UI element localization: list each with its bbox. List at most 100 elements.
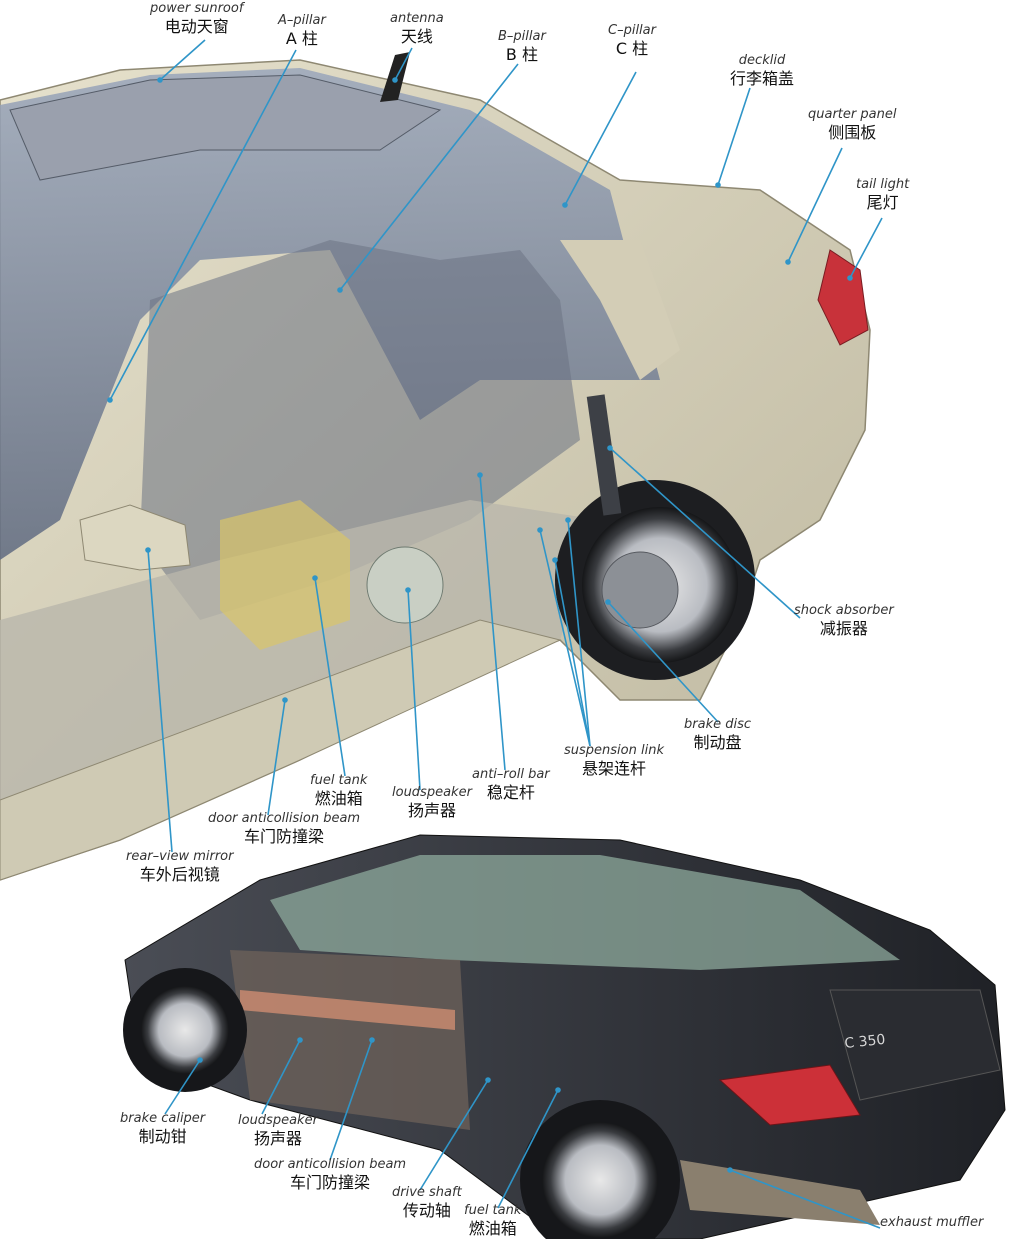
label-zh: 减振器 [819, 618, 868, 638]
bottom-car-trunk [829, 989, 1001, 1101]
label-en: door anticollision beam [208, 811, 361, 826]
leader-suspension-link-3 [567, 519, 591, 747]
label-loudspeaker-bottom: loudspeaker 扬声器 [238, 1113, 318, 1148]
label-rear-view-mirror: rear–view mirror 车外后视镜 [126, 849, 234, 884]
label-en: fuel tank [310, 773, 368, 788]
label-en: exhaust muffler [880, 1215, 984, 1230]
label-zh: 扬声器 [407, 800, 456, 820]
leader-exhaust-muffler-endpoint [727, 1167, 733, 1173]
label-anti-roll-bar: anti–roll bar 稳定杆 [472, 767, 550, 802]
leader-a-pillar [109, 49, 297, 401]
label-en: loudspeaker [238, 1113, 318, 1128]
label-zh: 行李箱盖 [730, 68, 795, 88]
leader-loudspeaker-b [261, 1039, 301, 1115]
label-zh: 传动轴 [402, 1200, 451, 1220]
leader-suspension-link-2 [554, 559, 591, 747]
leader-suspension-link-3-endpoint [565, 517, 571, 523]
label-drive-shaft: drive shaft 传动轴 [392, 1185, 462, 1220]
label-zh: 尾灯 [866, 192, 899, 212]
leader-shock-absorber [609, 447, 801, 619]
leader-c-pillar-endpoint [562, 202, 568, 208]
label-en: brake disc [684, 717, 752, 732]
leader-quarter-panel-endpoint [785, 259, 791, 265]
bottom-car-glass [270, 855, 900, 970]
top-car-mirror-shape [79, 504, 191, 571]
leader-door-beam-endpoint [282, 697, 288, 703]
leader-anti-roll-bar-endpoint [477, 472, 483, 478]
bottom-car: C 350 [123, 834, 1006, 1239]
label-en: C–pillar [608, 23, 656, 38]
label-zh: 天线 [400, 26, 433, 46]
top-car-tail-light-shape [817, 249, 869, 346]
leader-power-sunroof-endpoint [157, 77, 163, 83]
label-en: loudspeaker [392, 785, 472, 800]
label-zh: B 柱 [505, 44, 538, 64]
label-loudspeaker: loudspeaker 扬声器 [392, 785, 472, 820]
top-car-sill [0, 619, 562, 881]
label-en: door anticollision beam [254, 1157, 407, 1172]
label-zh: 燃油箱 [468, 1218, 517, 1238]
top-car-shock-shape [586, 394, 622, 516]
leader-shock-absorber-endpoint [607, 445, 613, 451]
bottom-car-front-wheel [141, 986, 229, 1074]
label-en: quarter panel [808, 107, 897, 122]
label-en: suspension link [564, 743, 664, 758]
label-door-anticollision-beam: door anticollision beam 车门防撞梁 [208, 811, 361, 846]
leader-brake-disc-endpoint [605, 599, 611, 605]
leader-b-pillar-endpoint [337, 287, 343, 293]
leader-drive-shaft-endpoint [485, 1077, 491, 1083]
leader-tail-light-endpoint [847, 275, 853, 281]
label-zh: C 柱 [615, 38, 649, 58]
bottom-car-tail-light-shape [718, 1064, 861, 1126]
leader-suspension-link-1 [539, 529, 591, 747]
label-en: rear–view mirror [126, 849, 234, 864]
leader-fuel-tank [314, 577, 346, 777]
label-en: decklid [738, 53, 786, 68]
leader-suspension-link-1-endpoint [537, 527, 543, 533]
leader-drive-shaft [419, 1079, 489, 1191]
label-suspension-link: suspension link 悬架连杆 [564, 743, 664, 778]
label-en: drive shaft [392, 1185, 462, 1200]
label-zh: A 柱 [285, 28, 318, 48]
leader-rear-view-mirror-endpoint [145, 547, 151, 553]
leader-door-beam-b-endpoint [369, 1037, 375, 1043]
label-en: shock absorber [794, 603, 894, 618]
label-a-pillar: A–pillar A 柱 [278, 13, 326, 48]
label-zh: 稳定杆 [486, 782, 535, 802]
leader-door-beam-b [329, 1039, 373, 1161]
label-zh: 制动钳 [138, 1126, 187, 1146]
label-antenna: antenna 天线 [390, 11, 444, 46]
label-fuel-tank-bottom: fuel tank 燃油箱 [464, 1203, 522, 1238]
leader-a-pillar-endpoint [107, 397, 113, 403]
leader-decklid-endpoint [715, 182, 721, 188]
label-exhaust-muffler: exhaust muffler [880, 1215, 984, 1231]
label-brake-caliper: brake caliper 制动钳 [120, 1111, 205, 1146]
leader-loudspeaker [407, 589, 421, 791]
label-en: A–pillar [278, 13, 326, 28]
top-car-brake-disc-shape [601, 551, 679, 629]
leader-brake-caliper [164, 1059, 201, 1115]
leader-c-pillar [564, 71, 637, 206]
leader-fuel-tank-b [497, 1089, 559, 1209]
leader-b-pillar [339, 63, 519, 291]
bottom-car-rear-wheel [542, 1122, 658, 1238]
label-zh: 车门防撞梁 [290, 1172, 371, 1192]
label-tail-light: tail light 尾灯 [856, 177, 909, 212]
label-en: fuel tank [464, 1203, 522, 1218]
leader-tail-light [849, 217, 883, 279]
label-brake-disc: brake disc 制动盘 [684, 717, 752, 752]
leader-antenna-endpoint [392, 77, 398, 83]
label-zh: 扬声器 [253, 1128, 302, 1148]
leader-exhaust-muffler [729, 1169, 881, 1229]
label-fuel-tank: fuel tank 燃油箱 [310, 773, 368, 808]
label-quarter-panel: quarter panel 侧围板 [808, 107, 897, 142]
leader-decklid [717, 87, 751, 186]
label-b-pillar: B–pillar B 柱 [498, 29, 546, 64]
top-car-c-pillar-shape [560, 240, 680, 380]
bottom-car-beam-shape [240, 990, 455, 1030]
label-zh: 悬架连杆 [581, 758, 646, 778]
leader-quarter-panel [787, 147, 843, 263]
label-power-sunroof: power sunroof 电动天窗 [150, 1, 243, 36]
